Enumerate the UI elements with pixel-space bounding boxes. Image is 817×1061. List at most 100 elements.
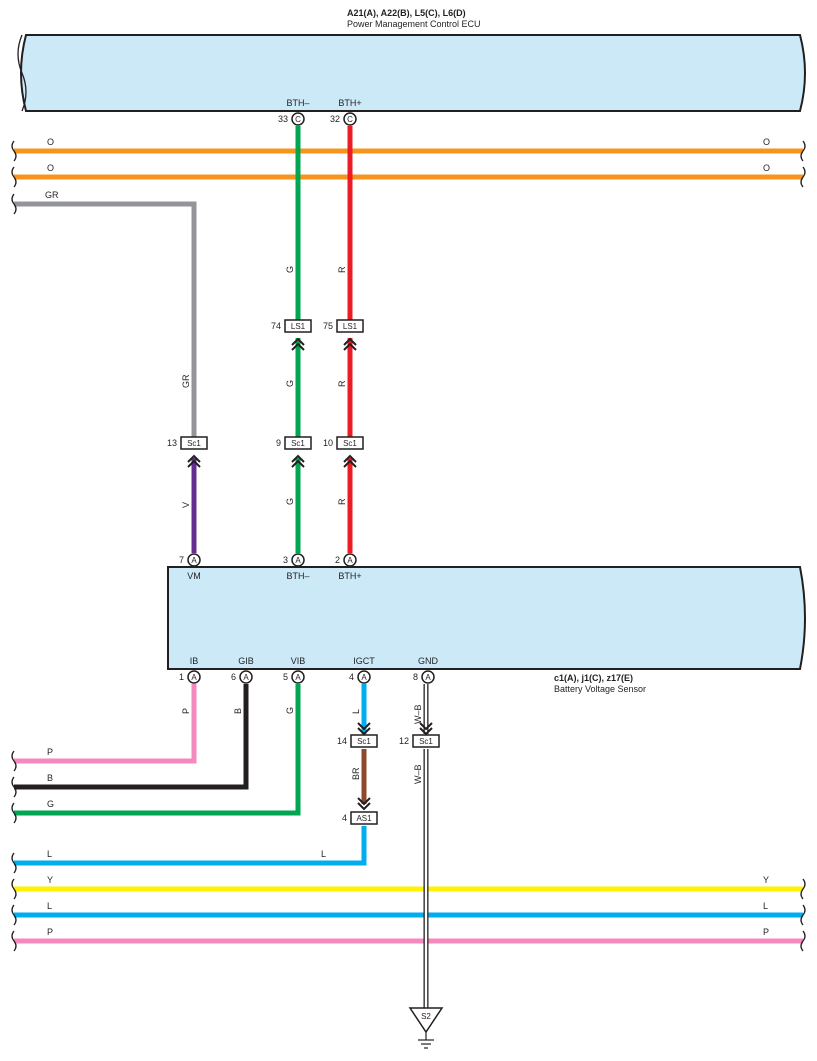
junction-sc1-9: Sc1 9 bbox=[276, 436, 312, 468]
wire-label: L bbox=[321, 849, 326, 859]
junction-label: LS1 bbox=[343, 322, 358, 331]
wire-label: G bbox=[285, 380, 295, 387]
junction-label: Sc1 bbox=[291, 439, 305, 448]
wire-label: B bbox=[233, 708, 243, 714]
pin-label: VIB bbox=[291, 656, 306, 666]
wire-label: L bbox=[47, 901, 52, 911]
wire-label: R bbox=[337, 380, 347, 387]
junction-ls1-75: LS1 75 bbox=[323, 319, 364, 351]
wire-label: G bbox=[285, 266, 295, 273]
sensor-name: Battery Voltage Sensor bbox=[554, 684, 646, 694]
wire-b-gib: B B bbox=[14, 684, 249, 790]
wire-label: R bbox=[337, 498, 347, 505]
junction-sc1-10: Sc1 10 bbox=[323, 436, 364, 468]
ground-label: S2 bbox=[421, 1012, 431, 1021]
pin-number: 7 bbox=[179, 555, 184, 565]
wire-label: V bbox=[181, 502, 191, 508]
junction-number: 74 bbox=[271, 321, 281, 331]
pin-label: GIB bbox=[238, 656, 254, 666]
ecu-pin-bth-plus: C 32 BTH+ bbox=[330, 98, 362, 126]
connector-letter: A bbox=[361, 673, 367, 682]
junction-label: Sc1 bbox=[187, 439, 201, 448]
junction-as1-4: AS1 4 bbox=[342, 797, 378, 825]
connector-letter: A bbox=[347, 556, 353, 565]
pin-label: IB bbox=[190, 656, 199, 666]
pin-number: 32 bbox=[330, 114, 340, 124]
junction-label: LS1 bbox=[291, 322, 306, 331]
wire-bus-o2: O O bbox=[14, 163, 803, 180]
junction-number: 9 bbox=[276, 438, 281, 448]
break-marks-left bbox=[11, 34, 27, 952]
connector-letter: A bbox=[425, 673, 431, 682]
sensor-pin-ib: A 1 IB bbox=[179, 656, 201, 684]
sensor-pin-igct: A 4 IGCT bbox=[349, 656, 375, 684]
connector-letter: A bbox=[191, 556, 197, 565]
wire-r-bth: R R R bbox=[337, 126, 353, 553]
junction-number: 75 bbox=[323, 321, 333, 331]
pin-label: BTH+ bbox=[338, 571, 361, 581]
junction-label: Sc1 bbox=[343, 439, 357, 448]
junction-label: AS1 bbox=[356, 814, 372, 823]
wire-g-bth: G G G bbox=[285, 126, 301, 553]
wire-bus-l: L L bbox=[14, 901, 803, 918]
wire-label: Y bbox=[47, 875, 53, 885]
sensor-codes: c1(A), j1(C), z17(E) bbox=[554, 673, 633, 683]
wire-label: G bbox=[285, 498, 295, 505]
pin-label: BTH+ bbox=[338, 98, 361, 108]
pin-number: 1 bbox=[179, 672, 184, 682]
wire-label: L bbox=[47, 849, 52, 859]
ground-s2: S2 bbox=[408, 1007, 444, 1049]
junction-sc1-14: Sc1 14 bbox=[337, 722, 378, 748]
junction-number: 13 bbox=[167, 438, 177, 448]
wire-label: O bbox=[47, 137, 54, 147]
pin-number: 5 bbox=[283, 672, 288, 682]
junction-label: Sc1 bbox=[419, 737, 433, 746]
sensor-pin-vib: A 5 VIB bbox=[283, 656, 306, 684]
pin-label: GND bbox=[418, 656, 439, 666]
ecu-box: A21(A), A22(B), L5(C), L6(D) Power Manag… bbox=[20, 8, 806, 112]
wire-label: G bbox=[285, 707, 295, 714]
ecu-name: Power Management Control ECU bbox=[347, 19, 481, 29]
wire-label: P bbox=[181, 708, 191, 714]
connector-letter: A bbox=[295, 673, 301, 682]
wire-gr: GR GR bbox=[14, 190, 197, 437]
pin-number: 4 bbox=[349, 672, 354, 682]
wire-label: O bbox=[763, 163, 770, 173]
pin-label: BTH– bbox=[286, 98, 309, 108]
wire-v: V bbox=[181, 458, 197, 553]
wire-label: G bbox=[47, 799, 54, 809]
connector-letter: A bbox=[295, 556, 301, 565]
wire-label: L bbox=[763, 901, 768, 911]
pin-label: IGCT bbox=[353, 656, 375, 666]
pin-label: BTH– bbox=[286, 571, 309, 581]
connector-letter: A bbox=[243, 673, 249, 682]
wire-label: GR bbox=[181, 374, 191, 388]
junction-sc1-12: Sc1 12 bbox=[399, 722, 440, 748]
sensor-pin-bth-plus: A 2 BTH+ bbox=[335, 553, 362, 581]
wire-bus-o1: O O bbox=[14, 137, 803, 154]
pin-number: 2 bbox=[335, 555, 340, 565]
pin-number: 6 bbox=[231, 672, 236, 682]
wire-g-vib: G G bbox=[14, 684, 301, 816]
connector-letter: A bbox=[191, 673, 197, 682]
ecu-codes: A21(A), A22(B), L5(C), L6(D) bbox=[347, 8, 466, 18]
wire-label: W–B bbox=[413, 704, 423, 724]
wire-label: B bbox=[47, 773, 53, 783]
sensor-pin-gib: A 6 GIB bbox=[231, 656, 254, 684]
wire-label: Y bbox=[763, 875, 769, 885]
connector-letter: C bbox=[295, 115, 301, 124]
wire-label: R bbox=[337, 266, 347, 273]
pin-number: 3 bbox=[283, 555, 288, 565]
wire-label: P bbox=[763, 927, 769, 937]
sensor-pin-bth-minus: A 3 BTH– bbox=[283, 553, 310, 581]
junction-number: 10 bbox=[323, 438, 333, 448]
wire-label: GR bbox=[45, 190, 59, 200]
junction-sc1-13: Sc1 13 bbox=[167, 436, 208, 468]
pin-label: VM bbox=[187, 571, 201, 581]
wire-l-igct: L bbox=[351, 684, 367, 734]
wire-label: P bbox=[47, 927, 53, 937]
ecu-pin-bth-minus: C 33 BTH– bbox=[278, 98, 310, 126]
wire-label: BR bbox=[351, 767, 361, 780]
junction-number: 12 bbox=[399, 736, 409, 746]
